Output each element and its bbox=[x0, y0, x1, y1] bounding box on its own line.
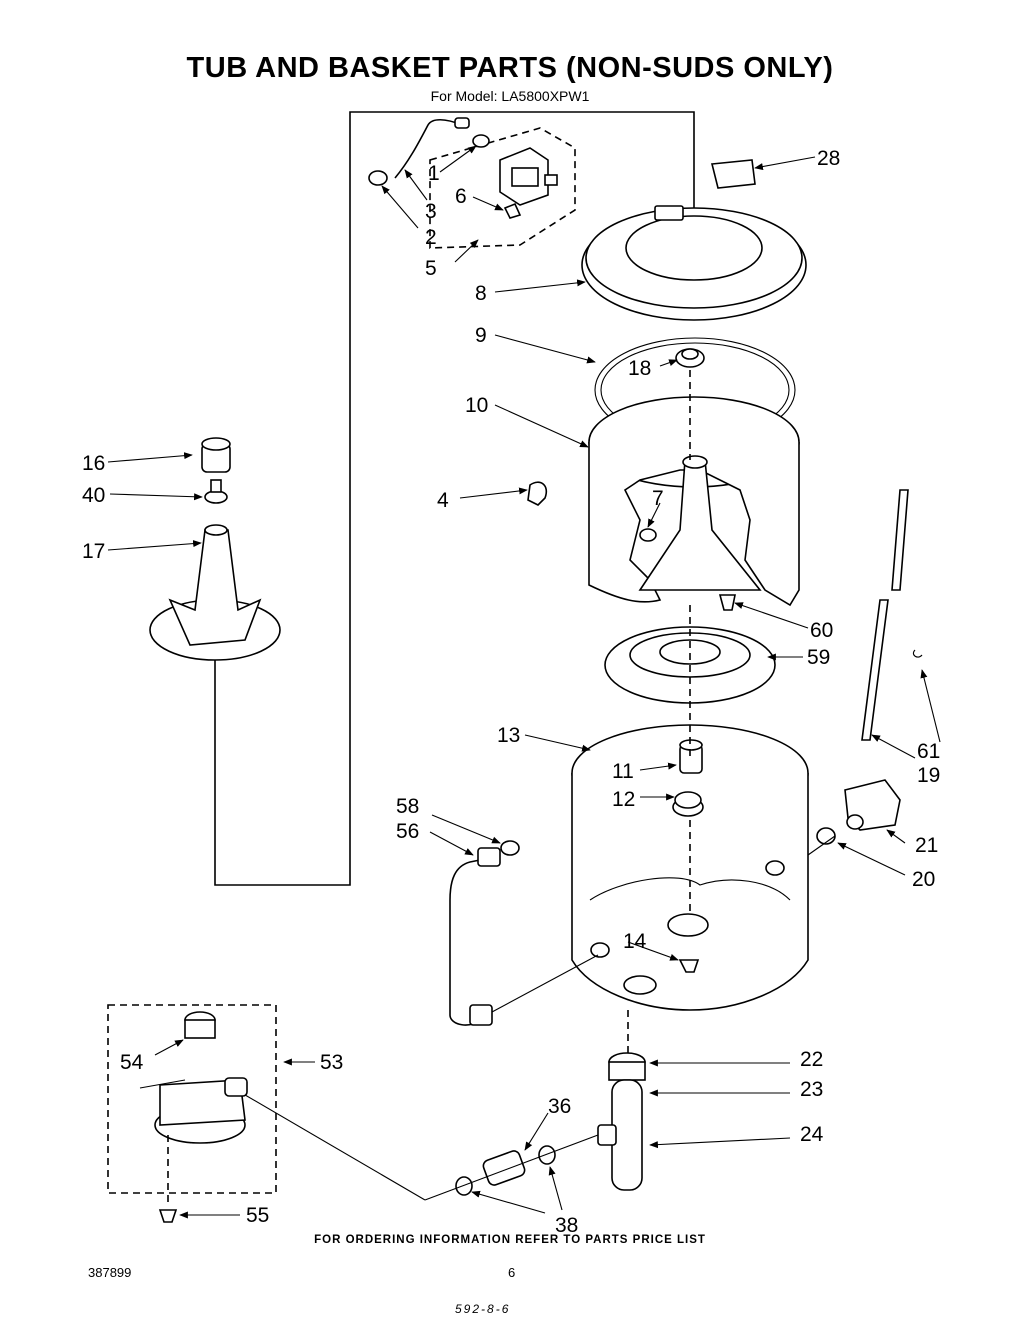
drain-hose-56 bbox=[449, 857, 491, 1026]
switch-clip-6 bbox=[503, 202, 522, 219]
callout-61: 61 bbox=[917, 740, 940, 763]
hook-61 bbox=[912, 649, 923, 658]
callout-59: 59 bbox=[807, 646, 830, 669]
callout-8: 8 bbox=[475, 282, 487, 305]
callout-60: 60 bbox=[810, 619, 833, 642]
callout-24: 24 bbox=[800, 1123, 824, 1146]
grommet-2 bbox=[368, 170, 388, 186]
hose-end bbox=[454, 117, 470, 129]
air-dome-21 bbox=[844, 779, 901, 831]
model-subtitle: For Model: LA5800XPW1 bbox=[430, 88, 590, 104]
clip-4 bbox=[527, 481, 548, 506]
callout-17: 17 bbox=[82, 540, 105, 563]
callout-20: 20 bbox=[912, 868, 935, 891]
callout-1: 1 bbox=[428, 162, 440, 185]
pump-to-connector-line bbox=[239, 1091, 426, 1201]
callout-7: 7 bbox=[652, 487, 664, 510]
tub-ring-8 bbox=[581, 205, 807, 321]
drain-outlet-22 bbox=[608, 1052, 646, 1081]
pump-group-box bbox=[107, 1004, 277, 1194]
callout-16: 16 bbox=[82, 452, 105, 475]
callout-56: 56 bbox=[396, 820, 419, 843]
clamp-1 bbox=[472, 134, 490, 148]
assembly-connector-line bbox=[214, 111, 695, 886]
callout-2: 2 bbox=[425, 226, 437, 249]
callout-5: 5 bbox=[425, 257, 437, 280]
callout-14: 14 bbox=[623, 930, 647, 953]
ordering-info-note: FOR ORDERING INFORMATION REFER TO PARTS … bbox=[314, 1234, 706, 1246]
diagram-title: TUB AND BASKET PARTS (NON-SUDS ONLY) bbox=[186, 52, 834, 84]
callout-12: 12 bbox=[612, 788, 635, 811]
fastener-60 bbox=[718, 594, 736, 611]
callout-3: 3 bbox=[425, 200, 437, 223]
hose-lower-coupling bbox=[469, 1004, 493, 1026]
callout-10: 10 bbox=[465, 394, 488, 417]
seal-12 bbox=[672, 791, 704, 817]
hose-to-tub-line bbox=[491, 954, 599, 1013]
callout-40: 40 bbox=[82, 484, 105, 507]
hose-coupling bbox=[477, 847, 501, 867]
handwritten-mark: 592-8-6 bbox=[455, 1302, 511, 1316]
callout-38: 38 bbox=[555, 1214, 578, 1237]
callout-28: 28 bbox=[817, 147, 840, 170]
hose-clamp-58 bbox=[500, 840, 520, 856]
grommet-to-tub-line bbox=[807, 835, 836, 856]
page-number: 6 bbox=[508, 1265, 516, 1280]
callout-13: 13 bbox=[497, 724, 520, 747]
callout-55: 55 bbox=[246, 1204, 269, 1227]
callout-19: 19 bbox=[917, 764, 940, 787]
pressure-hose-19 bbox=[861, 599, 889, 741]
agitator-17 bbox=[149, 524, 281, 661]
clamp-38-left bbox=[455, 1176, 473, 1196]
lid-switch bbox=[499, 147, 558, 206]
agitator-insert-40 bbox=[204, 479, 228, 504]
callout-18: 18 bbox=[628, 357, 651, 380]
clamp-38-right bbox=[538, 1145, 556, 1165]
callout-54: 54 bbox=[120, 1051, 144, 1074]
callout-23: 23 bbox=[800, 1078, 823, 1101]
drain-fitting-24 bbox=[597, 1079, 643, 1191]
callout-22: 22 bbox=[800, 1048, 823, 1071]
callout-53: 53 bbox=[320, 1051, 343, 1074]
callout-9: 9 bbox=[475, 324, 487, 347]
leader-lines bbox=[107, 145, 941, 1219]
pressure-hose-upper bbox=[891, 489, 909, 591]
connector-36 bbox=[482, 1150, 526, 1186]
document-number: 387899 bbox=[88, 1265, 132, 1280]
switch-hose bbox=[394, 118, 463, 179]
grommet-20 bbox=[816, 827, 836, 845]
pump-53 bbox=[139, 1011, 248, 1144]
callout-11: 11 bbox=[612, 760, 634, 783]
nut-18 bbox=[675, 348, 705, 368]
callout-21: 21 bbox=[915, 834, 938, 857]
callout-4: 4 bbox=[437, 489, 449, 512]
bushing-11 bbox=[679, 739, 703, 774]
connector-to-fitting-line bbox=[424, 1134, 599, 1201]
lid-switch-group-box bbox=[429, 127, 576, 249]
callout-36: 36 bbox=[548, 1095, 571, 1118]
callout-58: 58 bbox=[396, 795, 419, 818]
screw-14 bbox=[678, 959, 700, 973]
label-28 bbox=[710, 159, 756, 189]
callout-6: 6 bbox=[455, 185, 467, 208]
basket-10 bbox=[588, 396, 800, 607]
screw-55 bbox=[158, 1209, 178, 1223]
agitator-cap-16 bbox=[201, 437, 231, 473]
